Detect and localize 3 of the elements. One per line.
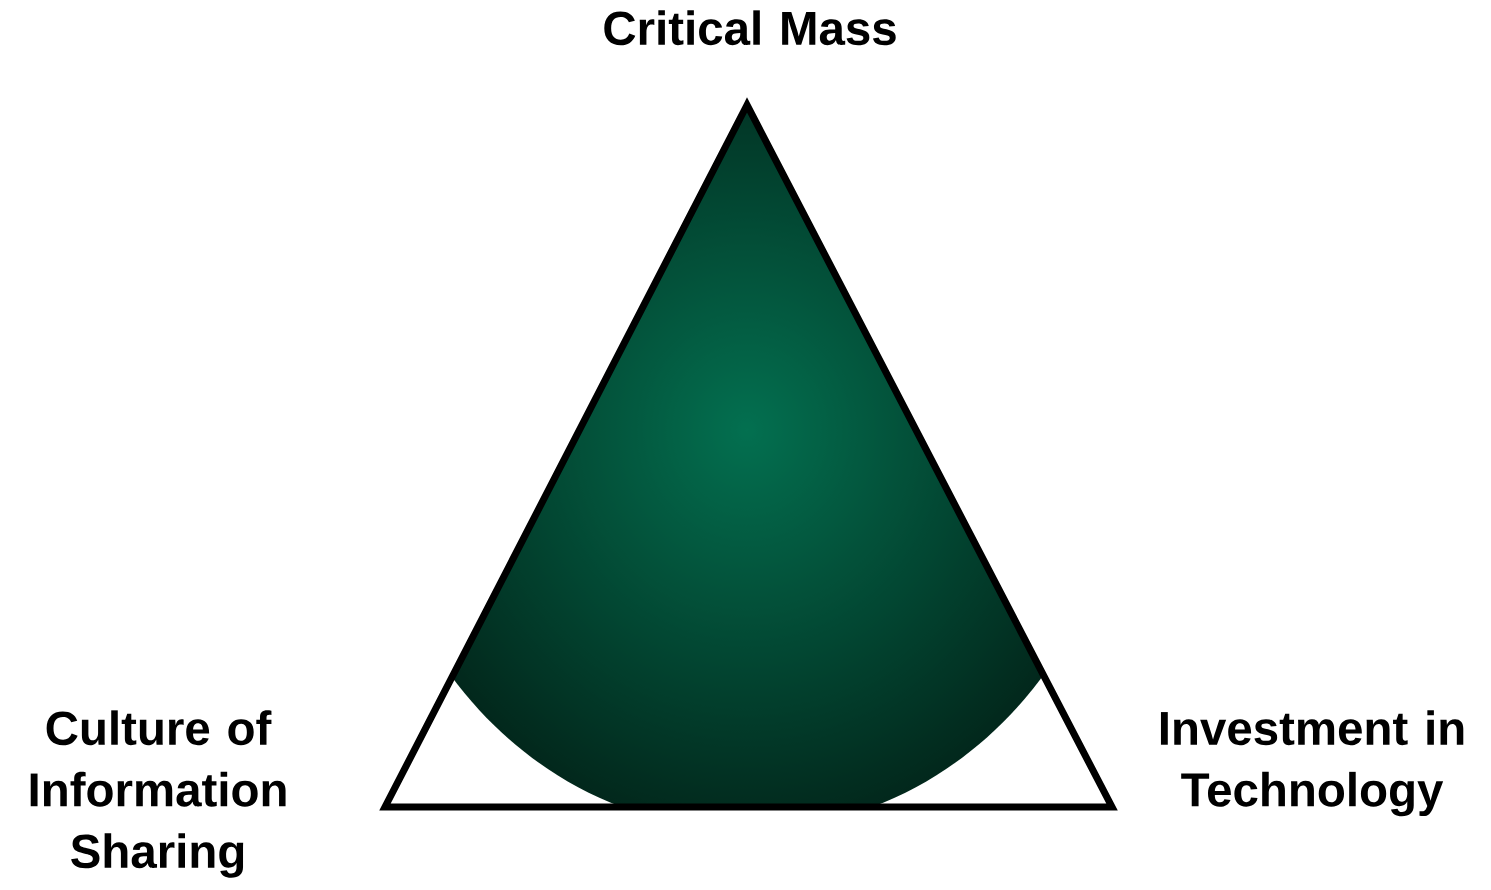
vertex-label: Culture of Information Sharing [30, 710, 286, 878]
vertex-label: Critical Mass [604, 10, 896, 46]
vertex-label: Investment in Technology [1160, 710, 1464, 817]
